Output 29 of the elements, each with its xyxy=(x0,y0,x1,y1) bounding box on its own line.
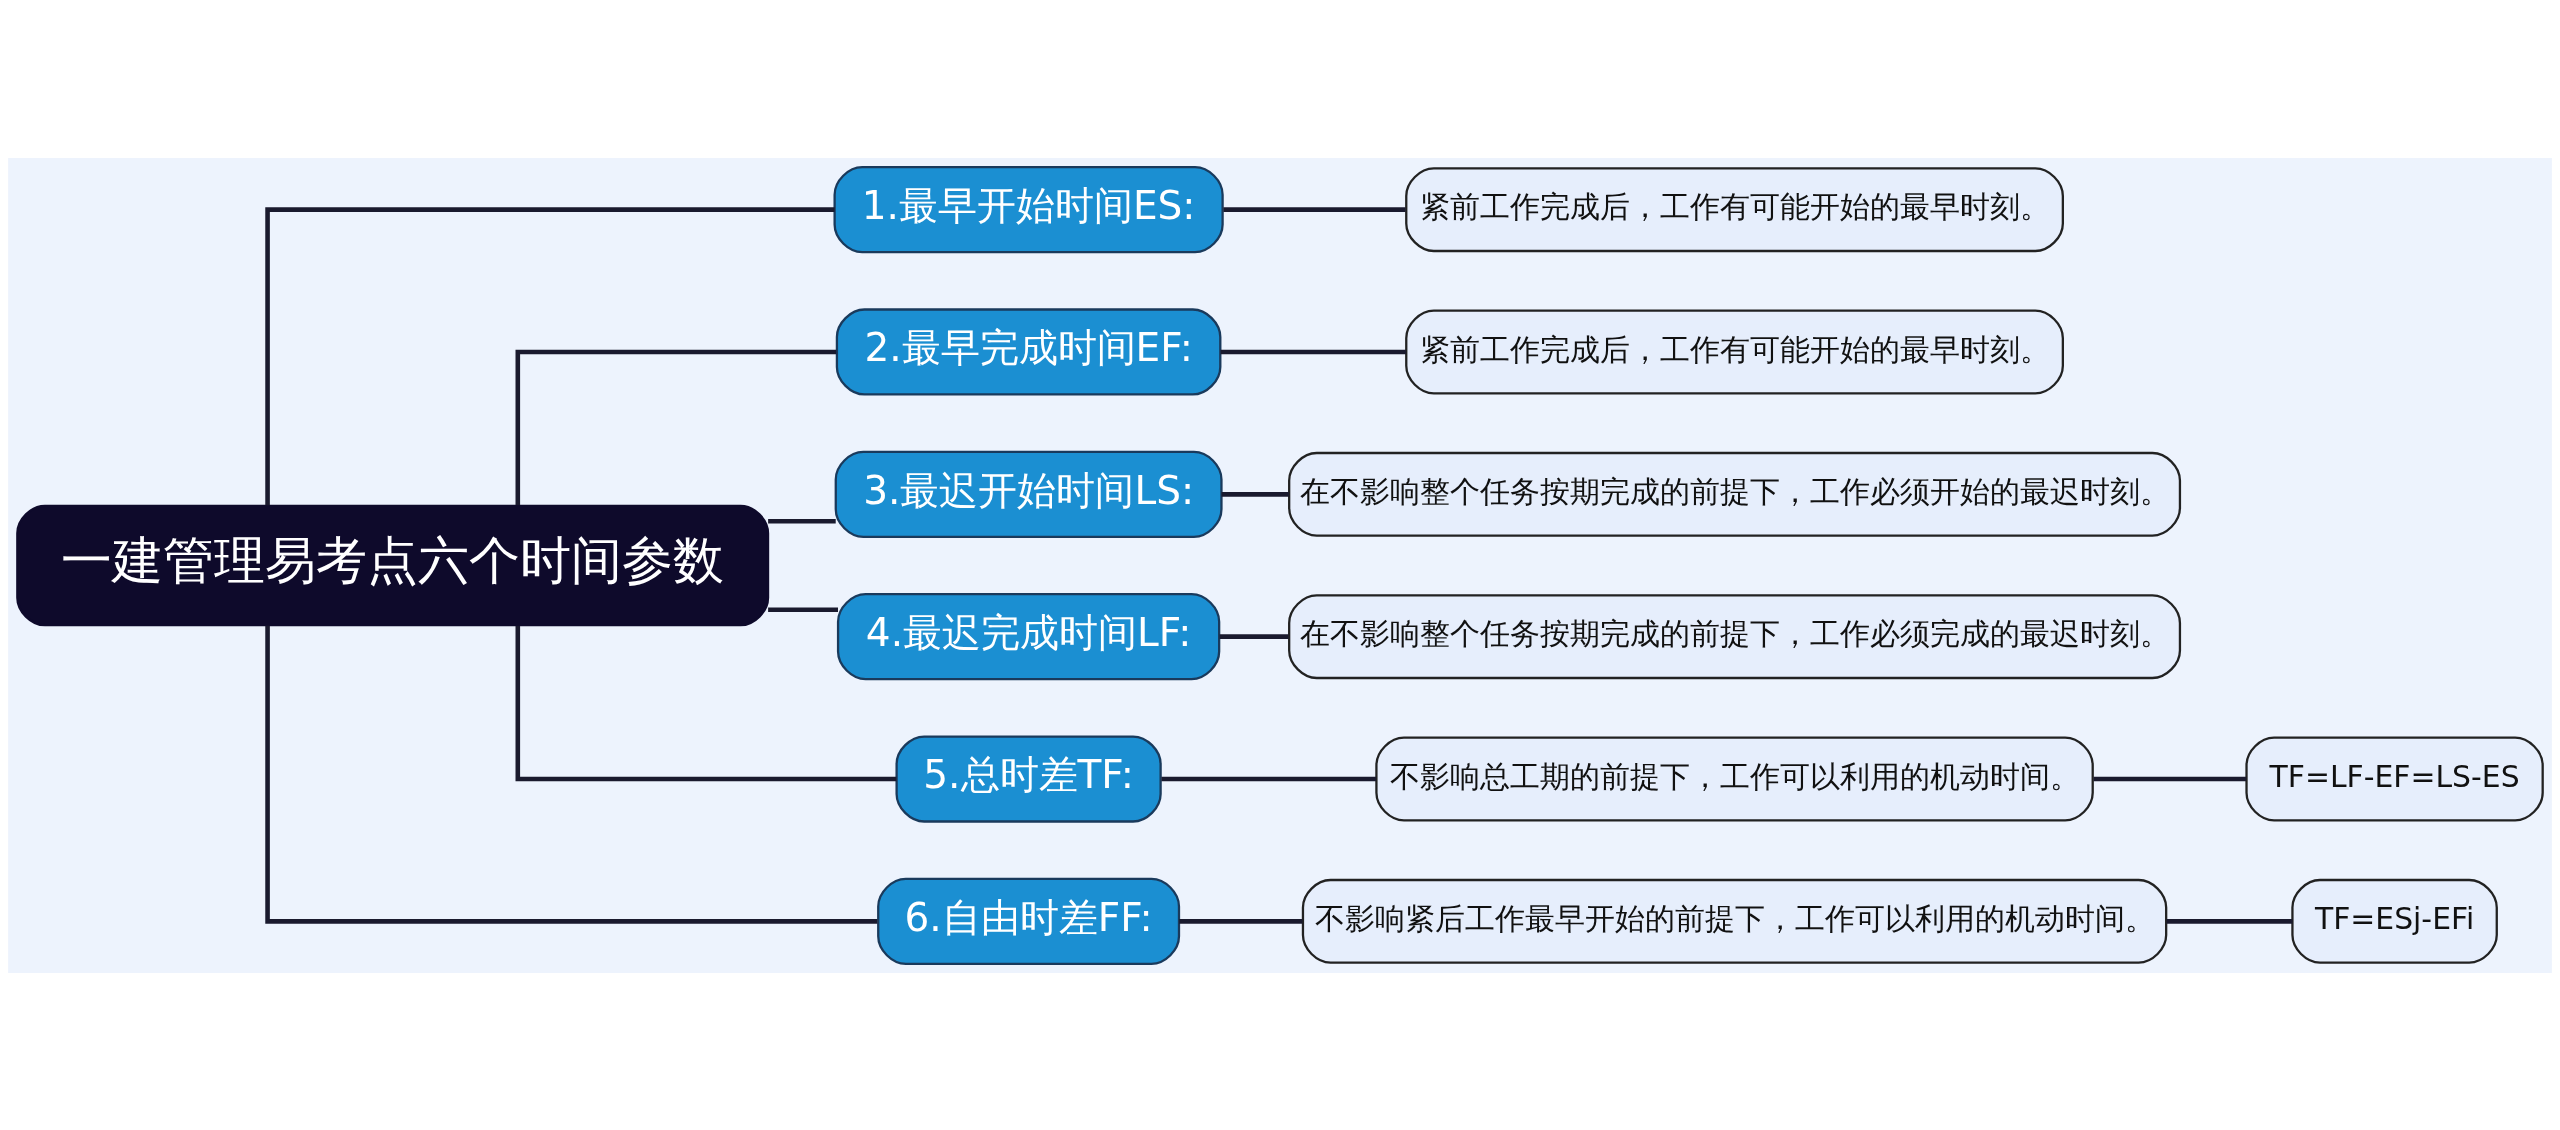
node-box: 1.最早开始时间ES: xyxy=(833,165,1224,253)
node-box: 紧前工作完成后，工作有可能开始的最早时刻。 xyxy=(1405,166,2064,252)
connector xyxy=(2166,918,2293,924)
connector xyxy=(768,518,836,524)
connector xyxy=(1179,918,1303,924)
connector xyxy=(1220,349,1407,354)
connector xyxy=(515,625,897,781)
connector xyxy=(265,625,878,924)
node-box: TF=ESj-EFi xyxy=(2291,878,2498,964)
node-box: 3.最迟开始时间LS: xyxy=(834,450,1223,538)
node-box: 紧前工作完成后，工作有可能开始的最早时刻。 xyxy=(1405,309,2064,394)
connector xyxy=(2093,776,2247,781)
node-box: 6.自由时差FF: xyxy=(877,877,1181,965)
node-box: 在不影响整个任务按期完成的前提下，工作必须开始的最迟时刻。 xyxy=(1288,451,2182,537)
node-box: 不影响紧后工作最早开始的前提下，工作可以利用的机动时间。 xyxy=(1301,878,2168,964)
node-box: 不影响总工期的前提下，工作可以利用的机动时间。 xyxy=(1375,736,2094,821)
connector xyxy=(1161,776,1376,781)
connector xyxy=(1221,491,1290,497)
connector xyxy=(768,606,838,612)
connector xyxy=(1219,633,1289,639)
node-box: 5.总时差TF: xyxy=(895,734,1162,823)
node-box: 2.最早完成时间EF: xyxy=(835,307,1222,396)
connector xyxy=(515,349,837,505)
connector xyxy=(1223,206,1406,212)
node-box: 4.最迟完成时间LF: xyxy=(836,592,1221,680)
node-box: TF=LF-EF=LS-ES xyxy=(2245,736,2544,821)
connector xyxy=(265,206,835,505)
node-box: 在不影响整个任务按期完成的前提下，工作必须完成的最迟时刻。 xyxy=(1288,593,2182,679)
node-box: 一建管理易考点六个时间参数 xyxy=(16,504,770,626)
